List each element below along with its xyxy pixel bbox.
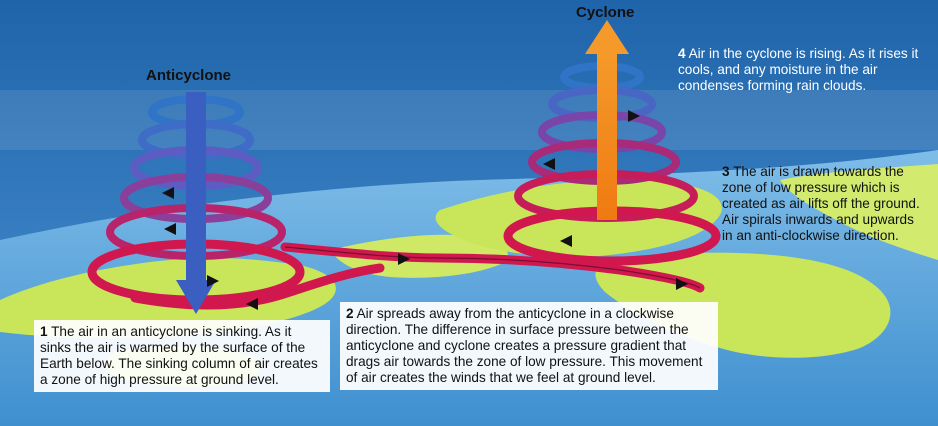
rising-arrow-shaft [597, 52, 617, 220]
flow-arrowhead [560, 235, 572, 247]
flow-arrowhead [246, 298, 258, 310]
sinking-arrow-head [176, 280, 216, 314]
flow-arrowhead [164, 223, 176, 235]
note-4-text: Air in the cyclone is rising. As it rise… [678, 46, 919, 93]
note-1-text: The air in an anticyclone is sinking. As… [40, 324, 318, 387]
note-2-number: 2 [346, 306, 354, 321]
flow-arrowhead [162, 187, 174, 199]
sinking-air-arrow [176, 92, 216, 314]
flow-arrowhead [628, 110, 640, 122]
anticyclone-label: Anticyclone [146, 67, 232, 84]
land-far-east [780, 164, 938, 260]
note-3: 3 The air is drawn towards the zone of l… [722, 164, 922, 244]
rising-air-arrow [585, 20, 629, 220]
cyclone-label: Cyclone [576, 4, 635, 21]
note-1-number: 1 [40, 324, 48, 339]
rising-arrow-head [585, 20, 629, 54]
note-3-text: The air is drawn towards the zone of low… [722, 164, 920, 243]
surface-wind-ribbon-edge [284, 246, 701, 289]
note-4-number: 4 [678, 46, 686, 61]
flow-arrowhead [676, 278, 688, 290]
note-3-number: 3 [722, 164, 730, 179]
note-2: 2 Air spreads away from the anticyclone … [340, 302, 718, 390]
note-2-text: Air spreads away from the anticyclone in… [346, 306, 703, 385]
note-4: 4 Air in the cyclone is rising. As it ri… [678, 46, 928, 94]
sinking-arrow-shaft [186, 92, 206, 282]
flow-arrowhead [543, 158, 555, 170]
flow-arrowhead [207, 275, 219, 287]
flow-arrowhead [398, 253, 410, 265]
note-1: 1 The air in an anticyclone is sinking. … [34, 320, 330, 392]
